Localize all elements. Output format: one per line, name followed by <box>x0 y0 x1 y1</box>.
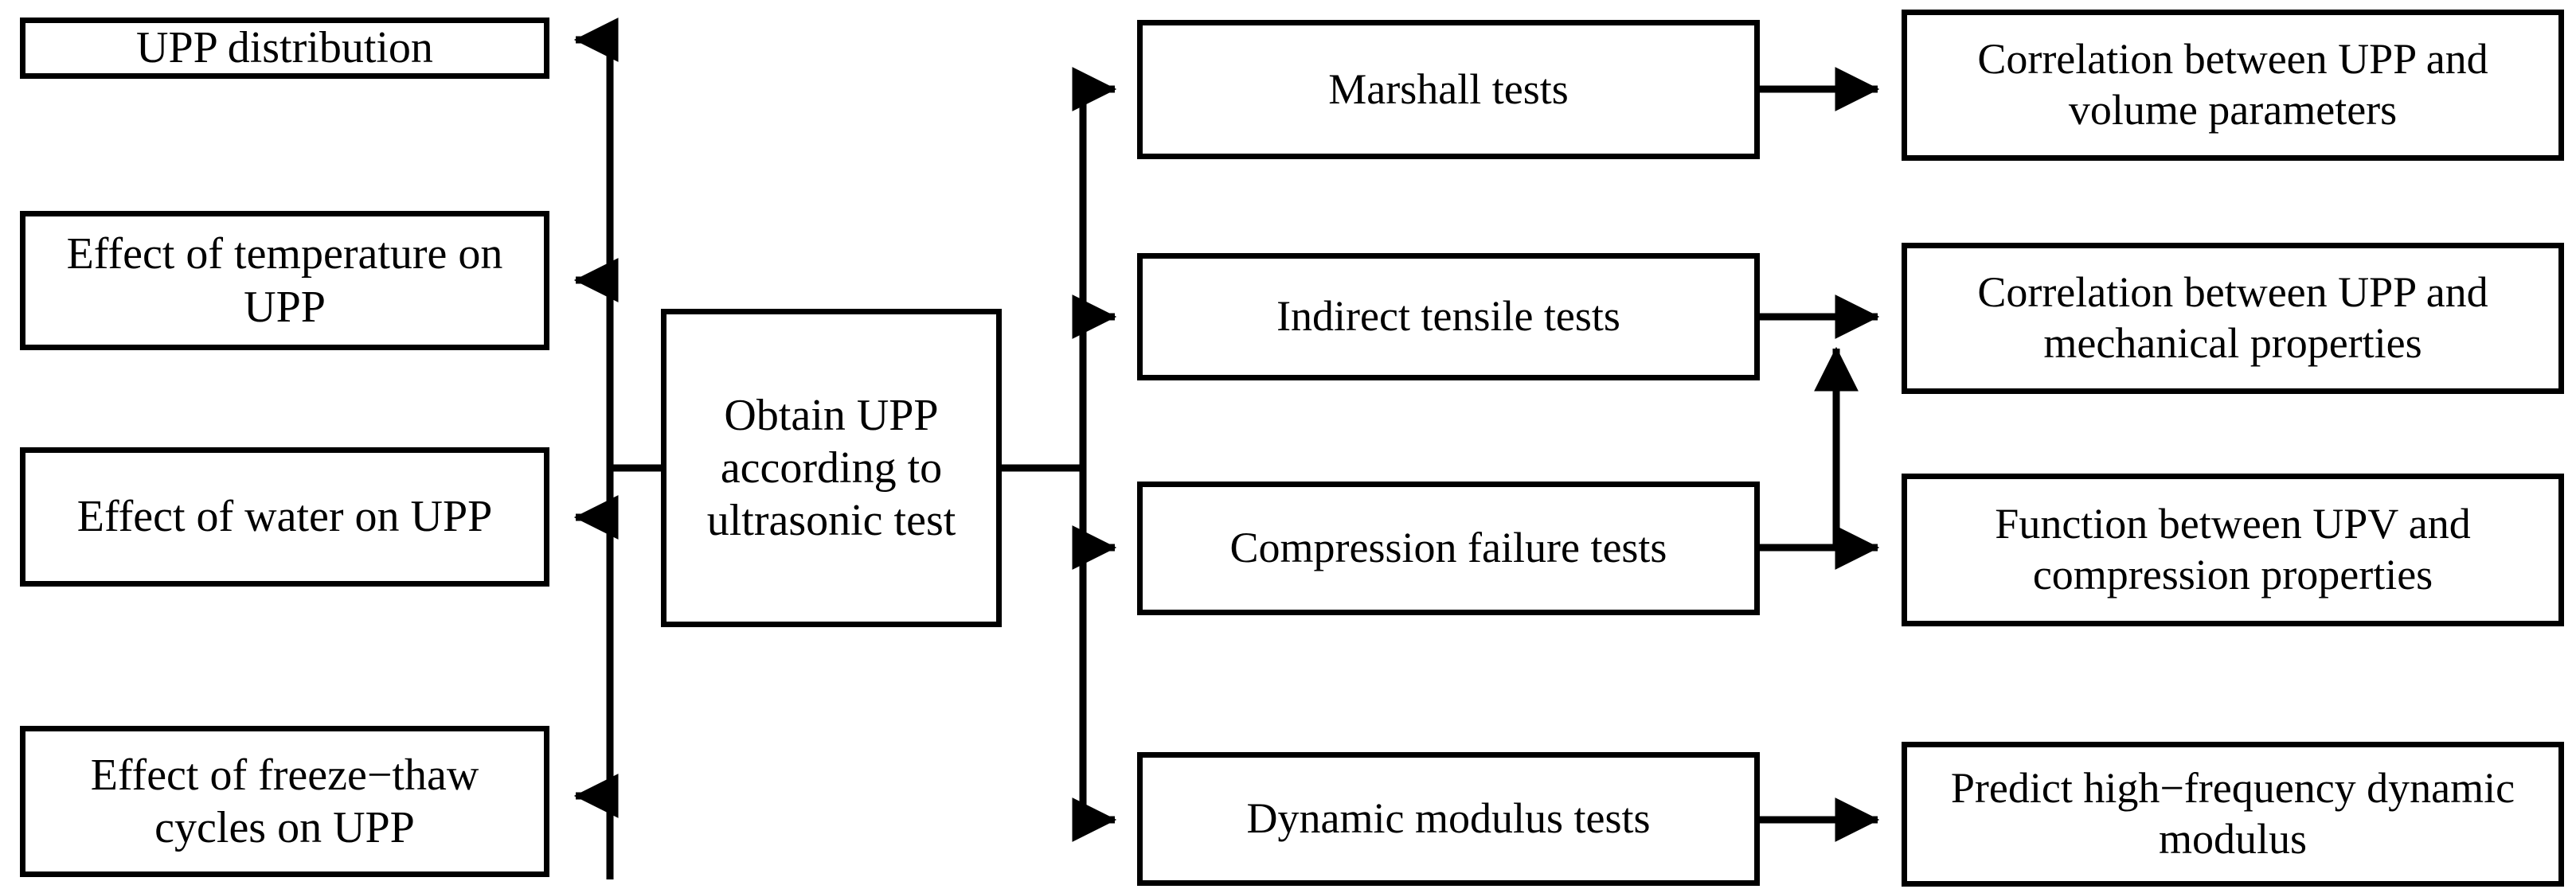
node-upp-distribution[interactable]: UPP distribution <box>20 18 549 79</box>
node-function-upv-compression[interactable]: Function between UPV and compression pro… <box>1902 474 2564 626</box>
node-label: Indirect tensile tests <box>1276 292 1620 341</box>
node-marshall-tests[interactable]: Marshall tests <box>1137 20 1760 159</box>
node-effect-water[interactable]: Effect of water on UPP <box>20 447 549 587</box>
node-label: Marshall tests <box>1328 64 1569 113</box>
node-predict-dynamic-modulus[interactable]: Predict high−frequency dynamic modulus <box>1902 742 2564 887</box>
node-label: Function between UPV and compression pro… <box>1995 500 2471 599</box>
node-correlation-volume[interactable]: Correlation between UPP and volume param… <box>1902 10 2564 161</box>
node-label: Dynamic modulus tests <box>1246 794 1651 843</box>
node-correlation-mechanical[interactable]: Correlation between UPP and mechanical p… <box>1902 243 2564 394</box>
node-compression-failure-tests[interactable]: Compression failure tests <box>1137 482 1760 615</box>
node-label: Correlation between UPP and mechanical p… <box>1977 268 2488 367</box>
node-label: Effect of freeze−thaw cycles on UPP <box>90 750 479 852</box>
node-label: UPP distribution <box>136 23 433 73</box>
node-label: Predict high−frequency dynamic modulus <box>1950 764 2515 863</box>
node-label: Effect of water on UPP <box>76 492 493 542</box>
node-obtain-upp[interactable]: Obtain UPP according to ultrasonic test <box>661 309 1002 627</box>
node-label: Compression failure tests <box>1229 524 1667 572</box>
node-effect-freeze-thaw[interactable]: Effect of freeze−thaw cycles on UPP <box>20 726 549 877</box>
node-indirect-tensile-tests[interactable]: Indirect tensile tests <box>1137 253 1760 380</box>
node-label: Effect of temperature on UPP <box>66 229 503 332</box>
node-label: Obtain UPP according to ultrasonic test <box>706 390 956 546</box>
node-label: Correlation between UPP and volume param… <box>1977 35 2488 134</box>
node-dynamic-modulus-tests[interactable]: Dynamic modulus tests <box>1137 752 1760 886</box>
node-effect-temperature[interactable]: Effect of temperature on UPP <box>20 211 549 350</box>
